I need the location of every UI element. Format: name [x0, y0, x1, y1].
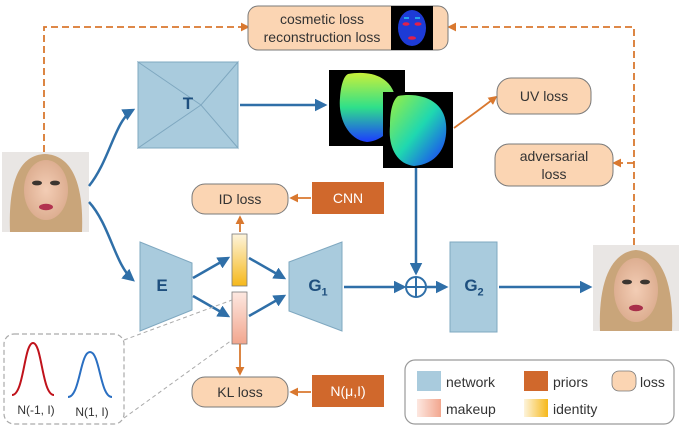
- cosmetic-loss-label: cosmetic loss: [279, 11, 365, 27]
- legend-makeup-label: makeup: [446, 401, 496, 417]
- kl-loss-label: KL loss: [217, 384, 263, 400]
- g2-network: [449, 241, 498, 333]
- legend: [404, 359, 675, 425]
- adversarial-loss-label-line1: adversarial: [519, 148, 589, 164]
- g2-network-label: G2: [455, 276, 493, 300]
- uv-map-side: [383, 92, 453, 168]
- legend-identity-swatch: [524, 399, 548, 417]
- legend-makeup-swatch: [417, 399, 441, 417]
- cnn-prior-label: CNN: [332, 190, 364, 206]
- sum-operator: [405, 276, 427, 298]
- reconstruction-loss-label: reconstruction loss: [263, 29, 381, 45]
- legend-priors-swatch: [524, 371, 548, 391]
- uv-loss-label: UV loss: [519, 88, 569, 104]
- g1-network: [288, 241, 343, 332]
- legend-loss-label: loss: [640, 374, 665, 390]
- encoder-arrows: [192, 256, 287, 318]
- output-face-image: [593, 245, 679, 331]
- legend-network-swatch: [417, 371, 441, 391]
- t-network-label: T: [182, 94, 194, 113]
- id-loss-label: ID loss: [218, 191, 262, 207]
- uv-loss-box: [496, 77, 592, 115]
- input-face-image: [2, 152, 89, 232]
- distribution-inset: [3, 299, 233, 425]
- id-loss-box: [191, 183, 289, 215]
- cosmetic-feedback-path: [43, 22, 635, 245]
- face-mask-thumbnail: [391, 6, 433, 50]
- distribution-left-label: N(-1, I): [17, 403, 55, 417]
- cnn-prior-box: [312, 182, 384, 214]
- input-branch-arrows: [88, 108, 136, 282]
- legend-loss-swatch: [611, 370, 637, 392]
- t-network-shape: [137, 60, 239, 150]
- kl-loss-box: [191, 376, 289, 408]
- normal-prior-label: N(μ,I): [330, 383, 366, 399]
- adversarial-loss-box: [494, 143, 614, 187]
- identity-code-vector: [231, 233, 248, 287]
- makeup-code-vector: [231, 291, 248, 345]
- legend-priors-label: priors: [553, 374, 589, 390]
- g2-main-text: G: [464, 276, 478, 295]
- gaussian-right-curve: [67, 350, 113, 398]
- legend-network-label: network: [446, 374, 496, 390]
- g1-network-label: G1: [300, 276, 336, 300]
- legend-identity-label: identity: [553, 401, 598, 417]
- e-network-label: E: [156, 276, 168, 295]
- e-network: [139, 241, 193, 332]
- normal-prior-box: [312, 375, 384, 407]
- distribution-right-label: N(1, I): [75, 405, 109, 419]
- gaussian-left-curve: [11, 341, 55, 396]
- g1-sub-text: 1: [321, 286, 328, 299]
- g2-sub-text: 2: [477, 286, 484, 299]
- adversarial-loss-label-line2: loss: [541, 166, 567, 182]
- g1-main-text: G: [308, 276, 322, 295]
